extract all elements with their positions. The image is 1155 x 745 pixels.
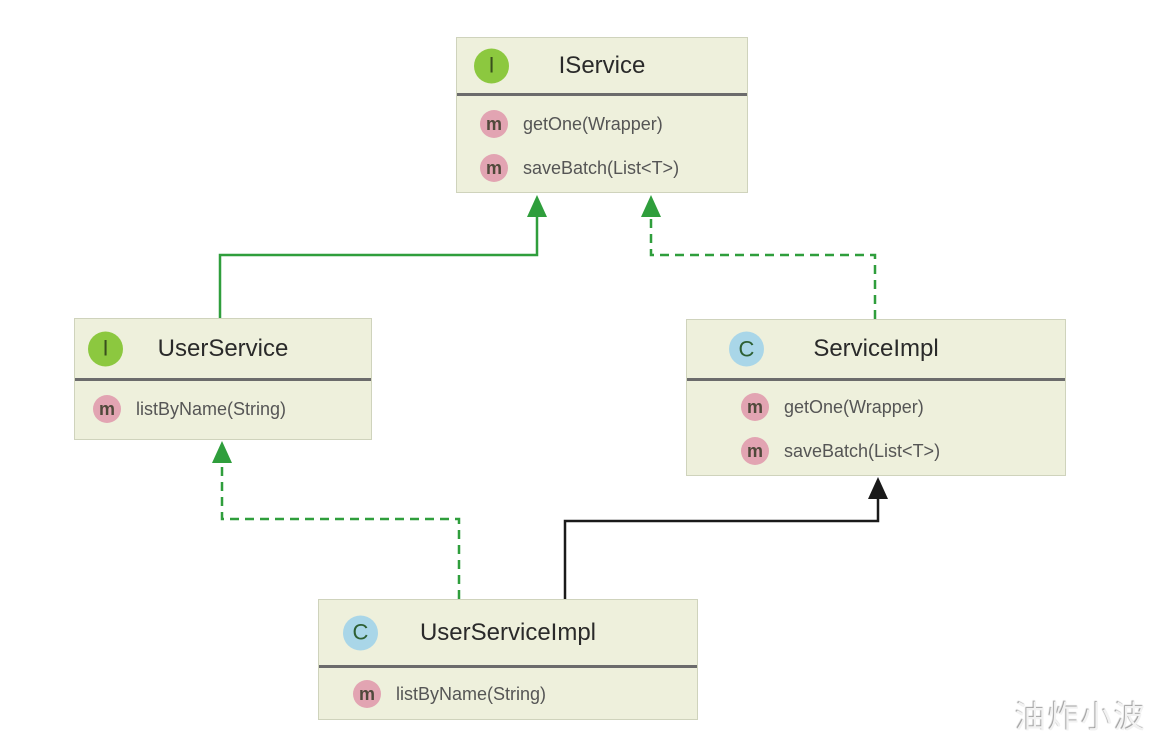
method-label: getOne(Wrapper) — [523, 113, 663, 134]
class-name: ServiceImpl — [813, 335, 939, 362]
class-badge-icon: C — [343, 615, 378, 650]
method-icon: m — [480, 154, 508, 182]
class-badge-icon: C — [729, 331, 764, 367]
interface-badge-icon: I — [474, 48, 509, 83]
method-row: m getOne(Wrapper) — [480, 102, 747, 146]
class-box-iservice: I IService m getOne(Wrapper) m saveBatch… — [456, 37, 748, 193]
method-row: m saveBatch(List<T>) — [741, 429, 1065, 473]
class-header: C UserServiceImpl — [319, 600, 697, 665]
arrowhead-serviceimpl-to-iservice — [641, 195, 661, 217]
method-icon: m — [480, 110, 508, 138]
method-label: getOne(Wrapper) — [784, 396, 924, 417]
implements-arrow-userserviceimpl-to-userservice — [220, 461, 461, 599]
class-header: C ServiceImpl — [687, 320, 1065, 378]
method-icon: m — [353, 680, 381, 708]
method-label: saveBatch(List<T>) — [523, 157, 680, 178]
divider — [687, 378, 1065, 381]
watermark: 油炸小波 — [1015, 700, 1147, 735]
method-list: m getOne(Wrapper) m saveBatch(List<T>) — [457, 96, 747, 190]
method-icon: m — [93, 395, 121, 423]
method-row: m listByName(String) — [353, 670, 697, 718]
divider — [319, 665, 697, 668]
extends-arrow-userservice-to-iservice — [218, 215, 539, 318]
method-row: m saveBatch(List<T>) — [480, 146, 747, 190]
class-box-userservice: I UserService m listByName(String) — [74, 318, 372, 440]
class-box-serviceimpl: C ServiceImpl m getOne(Wrapper) m saveBa… — [686, 319, 1066, 476]
method-label: listByName(String) — [396, 683, 547, 704]
method-label: saveBatch(List<T>) — [784, 440, 941, 461]
method-label: listByName(String) — [136, 398, 287, 419]
method-icon: m — [741, 393, 769, 421]
class-header: I UserService — [75, 319, 371, 378]
method-list: m listByName(String) — [75, 381, 371, 435]
class-name: IService — [558, 51, 646, 79]
divider — [75, 378, 371, 381]
class-name: UserServiceImpl — [419, 618, 597, 646]
interface-badge-icon: I — [88, 331, 123, 366]
method-list: m getOne(Wrapper) m saveBatch(List<T>) — [687, 381, 1065, 473]
divider — [457, 93, 747, 96]
method-row: m getOne(Wrapper) — [741, 385, 1065, 429]
arrowhead-userserviceimpl-to-userservice — [212, 441, 232, 463]
method-list: m listByName(String) — [319, 668, 697, 718]
method-row: m listByName(String) — [93, 383, 371, 435]
method-icon: m — [741, 437, 769, 465]
arrowhead-userserviceimpl-to-serviceimpl — [868, 477, 888, 499]
extends-arrow-userserviceimpl-to-serviceimpl — [563, 497, 880, 599]
arrowhead-userservice-to-iservice — [527, 195, 547, 217]
class-name: UserService — [157, 334, 289, 362]
implements-arrow-serviceimpl-to-iservice — [649, 215, 877, 319]
class-box-userserviceimpl: C UserServiceImpl m listByName(String) — [318, 599, 698, 720]
class-header: I IService — [457, 38, 747, 93]
